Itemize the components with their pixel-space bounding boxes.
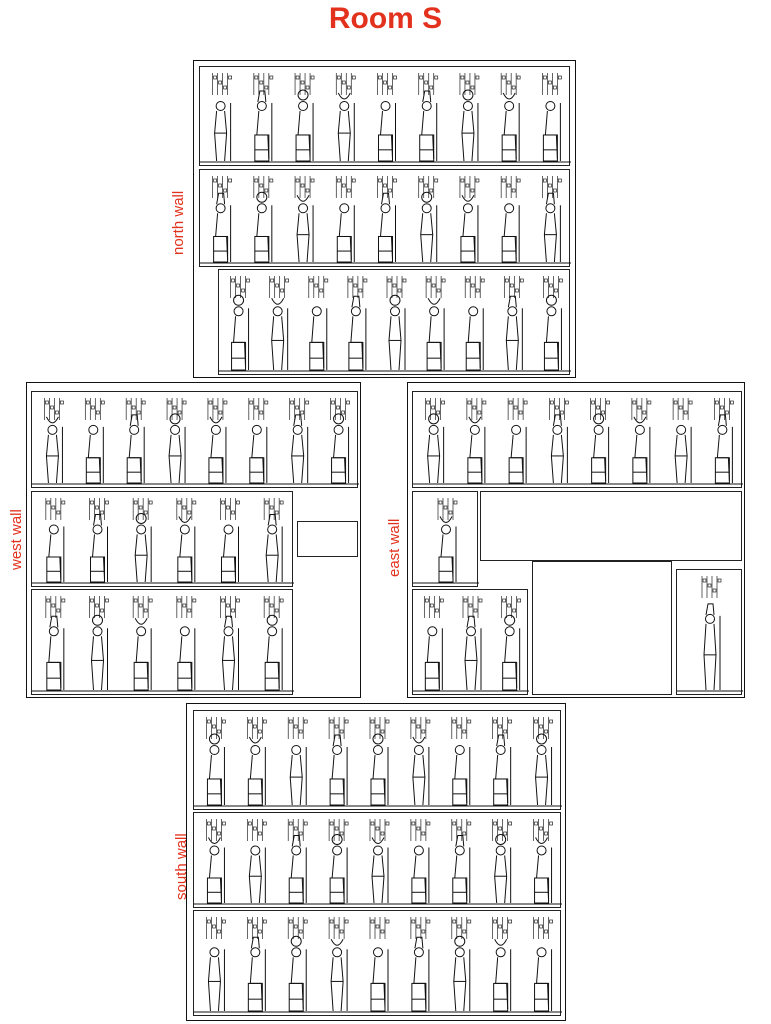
north-register-2 — [199, 169, 571, 267]
south-wall — [186, 703, 566, 1021]
west-register-2 — [31, 491, 294, 587]
east-register-3b — [676, 569, 743, 695]
east-wall-label: east wall — [386, 518, 403, 577]
page-title: Room S — [328, 2, 443, 35]
south-register-2 — [193, 812, 562, 908]
north-wall — [193, 60, 576, 378]
south-register-1 — [193, 710, 562, 810]
east-doorway — [532, 561, 672, 695]
north-register-3 — [218, 269, 571, 375]
west-register-3 — [31, 589, 294, 695]
east-wall — [407, 382, 745, 698]
south-register-3 — [193, 910, 562, 1016]
north-register-1 — [199, 66, 571, 166]
west-doorway — [297, 521, 358, 557]
north-wall-label: north wall — [170, 190, 187, 255]
east-niche-top — [480, 491, 742, 561]
west-wall — [26, 382, 361, 698]
east-register-2 — [412, 491, 479, 587]
west-wall-label: west wall — [8, 509, 25, 570]
east-register-3a — [412, 589, 529, 695]
east-register-1 — [412, 391, 743, 488]
west-register-1 — [31, 391, 359, 488]
